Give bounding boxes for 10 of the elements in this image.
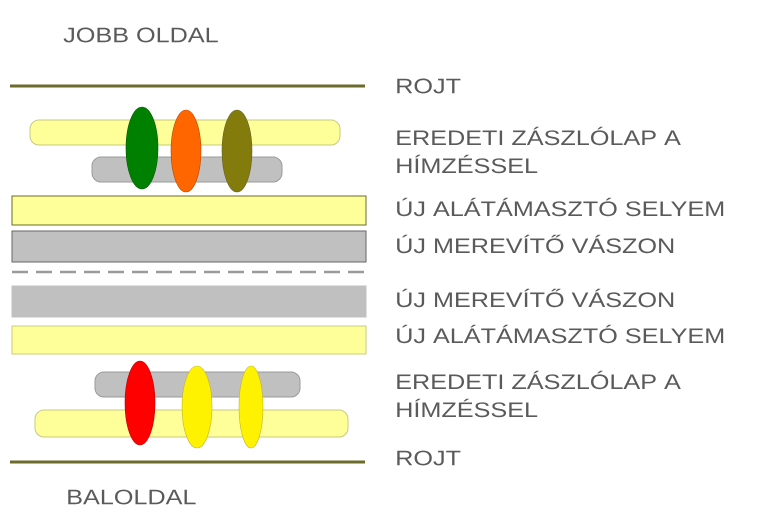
layer-label: EREDETI ZÁSZLÓLAP A HÍMZÉSSEL — [397, 126, 681, 174]
side-label: BALOLDAL — [68, 490, 196, 504]
layer-label: ROJT — [397, 450, 460, 466]
layer-label: ÚJ ALÁTÁMASZTÓ SELYEM — [397, 324, 724, 344]
layer-label: ÚJ ALÁTÁMASZTÓ SELYEM — [397, 198, 724, 216]
layer-label: ÚJ MEREVÍTŐ VÁSZON — [397, 234, 674, 254]
layer-label: EREDETI ZÁSZLÓLAP A HÍMZÉSSEL — [397, 370, 681, 418]
layer-label: ROJT — [397, 78, 460, 94]
layer-label: ÚJ MEREVÍTŐ VÁSZON — [397, 288, 674, 308]
side-label: JOBB OLDAL — [64, 28, 218, 42]
